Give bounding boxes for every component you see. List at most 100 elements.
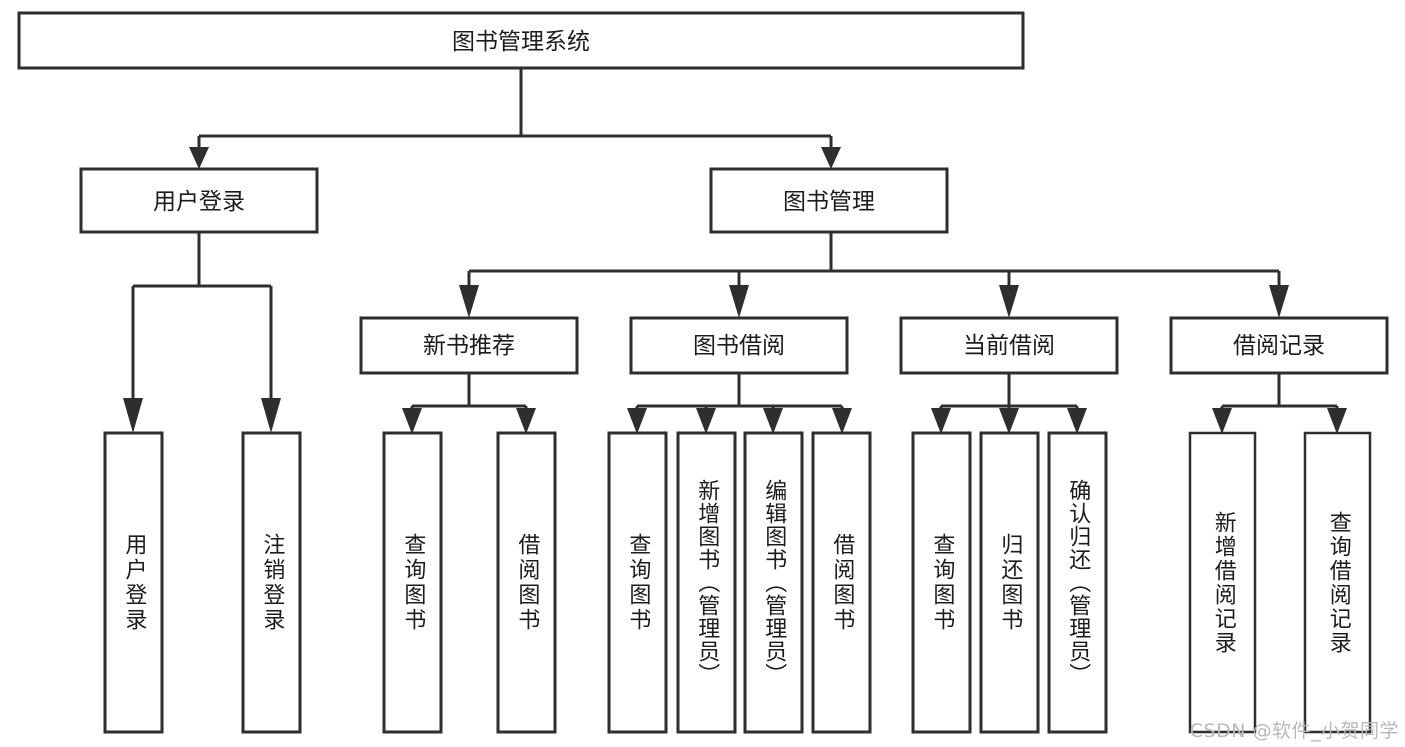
node-leaf-add-borrow-record-box[interactable] (1188, 431, 1257, 734)
node-leaf-query-borrow-record-box[interactable] (1303, 431, 1372, 734)
node-leaf-add-book-admin-label: 新增图书（管理员） (694, 479, 720, 686)
node-leaf-query-book-2-box[interactable] (607, 431, 668, 734)
arrowhead-to-leaf-edit-book-admin (763, 408, 783, 434)
node-leaf-query-borrow-record[interactable]: 查询借阅记录 (1303, 431, 1372, 734)
node-root-system-label: 图书管理系统 (452, 29, 590, 55)
node-leaf-query-borrow-record-text-area: 查询借阅记录 (1325, 510, 1351, 655)
node-leaf-return-book-box[interactable] (979, 431, 1040, 734)
edge-root-trunk (197, 68, 833, 152)
node-leaf-edit-book-admin-box[interactable] (743, 431, 804, 734)
edge-user-login-trunk (131, 232, 273, 401)
node-leaf-borrow-book-2-text-area: 借阅图书 (829, 532, 855, 633)
node-new-book-recommend-label: 新书推荐 (423, 333, 515, 359)
node-leaf-borrow-book-1[interactable]: 借阅图书 (496, 431, 557, 734)
arrowhead-to-book-borrow (729, 285, 749, 318)
node-leaf-logout-login-text-area: 注销登录 (259, 532, 285, 633)
node-leaf-add-borrow-record[interactable]: 新增借阅记录 (1188, 431, 1257, 734)
node-leaf-query-book-1[interactable]: 查询图书 (382, 431, 443, 734)
node-leaf-add-book-admin-text-area: 新增图书（管理员） (694, 479, 720, 686)
node-leaf-return-book[interactable]: 归还图书 (979, 431, 1040, 734)
arrowhead-to-leaf-borrow-book-1 (516, 408, 536, 434)
arrowhead-to-borrow-record (1269, 285, 1289, 318)
node-new-book-recommend-box[interactable] (359, 316, 579, 375)
node-root-system[interactable]: 图书管理系统 (17, 11, 1025, 70)
node-book-manage[interactable]: 图书管理 (709, 167, 949, 234)
node-leaf-query-book-2[interactable]: 查询图书 (607, 431, 668, 734)
node-leaf-edit-book-admin[interactable]: 编辑图书（管理员） (743, 431, 804, 734)
node-book-manage-label: 图书管理 (783, 189, 875, 215)
arrowhead-to-leaf-borrow-book-2 (832, 408, 852, 434)
node-leaf-user-login-box[interactable] (103, 431, 164, 734)
arrowhead-to-leaf-add-book-admin (696, 408, 716, 434)
node-leaf-borrow-book-2-label: 借阅图书 (829, 532, 855, 633)
node-leaf-borrow-book-2[interactable]: 借阅图书 (811, 431, 872, 734)
arrowhead-to-new-book-recommend (459, 285, 479, 318)
node-leaf-borrow-book-2-box[interactable] (811, 431, 872, 734)
connector-layer (123, 68, 1347, 434)
node-user-login-box[interactable] (79, 167, 319, 234)
node-leaf-query-book-2-label: 查询图书 (625, 532, 651, 633)
node-leaf-edit-book-admin-label: 编辑图书（管理员） (761, 479, 787, 686)
node-user-login[interactable]: 用户登录 (79, 167, 319, 234)
node-current-borrow-label: 当前借阅 (963, 333, 1055, 359)
node-leaf-add-book-admin-box[interactable] (676, 431, 737, 734)
node-leaf-query-book-3[interactable]: 查询图书 (911, 431, 972, 734)
arrowhead-to-book-manage (821, 147, 841, 169)
node-user-login-label: 用户登录 (153, 189, 245, 215)
node-leaf-borrow-book-1-label: 借阅图书 (514, 532, 540, 633)
node-book-manage-box[interactable] (709, 167, 949, 234)
node-leaf-borrow-book-1-text-area: 借阅图书 (514, 532, 540, 633)
node-leaf-query-book-1-label: 查询图书 (400, 532, 426, 633)
node-leaf-logout-login-box[interactable] (241, 431, 302, 734)
edge-borrow-record-trunk (1220, 373, 1339, 413)
node-leaf-query-borrow-record-label: 查询借阅记录 (1325, 510, 1351, 655)
arrowhead-to-user-login (189, 147, 209, 169)
edge-current-borrow-trunk (939, 373, 1079, 413)
arrowhead-to-leaf-query-book-1 (402, 408, 422, 434)
node-leaf-query-book-1-text-area: 查询图书 (400, 532, 426, 633)
node-leaf-edit-book-admin-text-area: 编辑图书（管理员） (761, 479, 787, 686)
node-root-system-box[interactable] (17, 11, 1025, 70)
node-book-borrow[interactable]: 图书借阅 (629, 316, 849, 375)
node-leaf-borrow-book-1-box[interactable] (496, 431, 557, 734)
node-leaf-add-borrow-record-label: 新增借阅记录 (1210, 510, 1236, 655)
node-leaf-return-book-label: 归还图书 (997, 532, 1023, 633)
arrowhead-to-current-borrow (999, 285, 1019, 318)
node-leaf-add-borrow-record-text-area: 新增借阅记录 (1210, 510, 1236, 655)
node-leaf-user-login-text-area: 用户登录 (121, 532, 147, 633)
node-leaf-confirm-return-admin[interactable]: 确认归还（管理员） (1047, 431, 1108, 734)
csdn-watermark: CSDN @软件_小贺同学 (1189, 720, 1399, 742)
node-leaf-confirm-return-admin-box[interactable] (1047, 431, 1108, 734)
node-leaf-query-book-3-label: 查询图书 (929, 532, 955, 633)
node-leaf-confirm-return-admin-text-area: 确认归还（管理员） (1065, 479, 1091, 686)
node-leaf-user-login-label: 用户登录 (121, 532, 147, 633)
node-leaf-query-book-2-text-area: 查询图书 (625, 532, 651, 633)
node-leaf-logout-login[interactable]: 注销登录 (241, 431, 302, 734)
node-borrow-record-label: 借阅记录 (1233, 333, 1325, 359)
arrowhead-to-leaf-return-book (999, 408, 1019, 434)
node-leaf-query-book-3-box[interactable] (911, 431, 972, 734)
node-book-borrow-box[interactable] (629, 316, 849, 375)
edge-new-book-recommend-trunk (410, 373, 528, 413)
arrowhead-to-leaf-confirm-return-admin (1067, 408, 1087, 434)
node-leaf-query-book-1-box[interactable] (382, 431, 443, 734)
edge-book-borrow-trunk (635, 373, 844, 413)
node-borrow-record[interactable]: 借阅记录 (1169, 316, 1389, 375)
node-leaf-user-login[interactable]: 用户登录 (103, 431, 164, 734)
node-leaf-add-book-admin[interactable]: 新增图书（管理员） (676, 431, 737, 734)
node-book-borrow-label: 图书借阅 (693, 333, 785, 359)
node-leaf-logout-login-label: 注销登录 (259, 532, 285, 633)
arrowhead-to-leaf-query-borrow-record (1327, 408, 1347, 434)
node-current-borrow[interactable]: 当前借阅 (899, 316, 1119, 375)
node-borrow-record-box[interactable] (1169, 316, 1389, 375)
arrowhead-to-leaf-add-borrow-record (1212, 408, 1232, 434)
arrowhead-to-leaf-query-book-3 (931, 408, 951, 434)
node-leaf-return-book-text-area: 归还图书 (997, 532, 1023, 633)
node-current-borrow-box[interactable] (899, 316, 1119, 375)
arrowhead-to-leaf-query-book-2 (627, 408, 647, 434)
node-leaf-query-book-3-text-area: 查询图书 (929, 532, 955, 633)
node-new-book-recommend[interactable]: 新书推荐 (359, 316, 579, 375)
node-leaf-confirm-return-admin-label: 确认归还（管理员） (1065, 479, 1091, 686)
arrowhead-to-leaf-user-login (123, 398, 143, 433)
